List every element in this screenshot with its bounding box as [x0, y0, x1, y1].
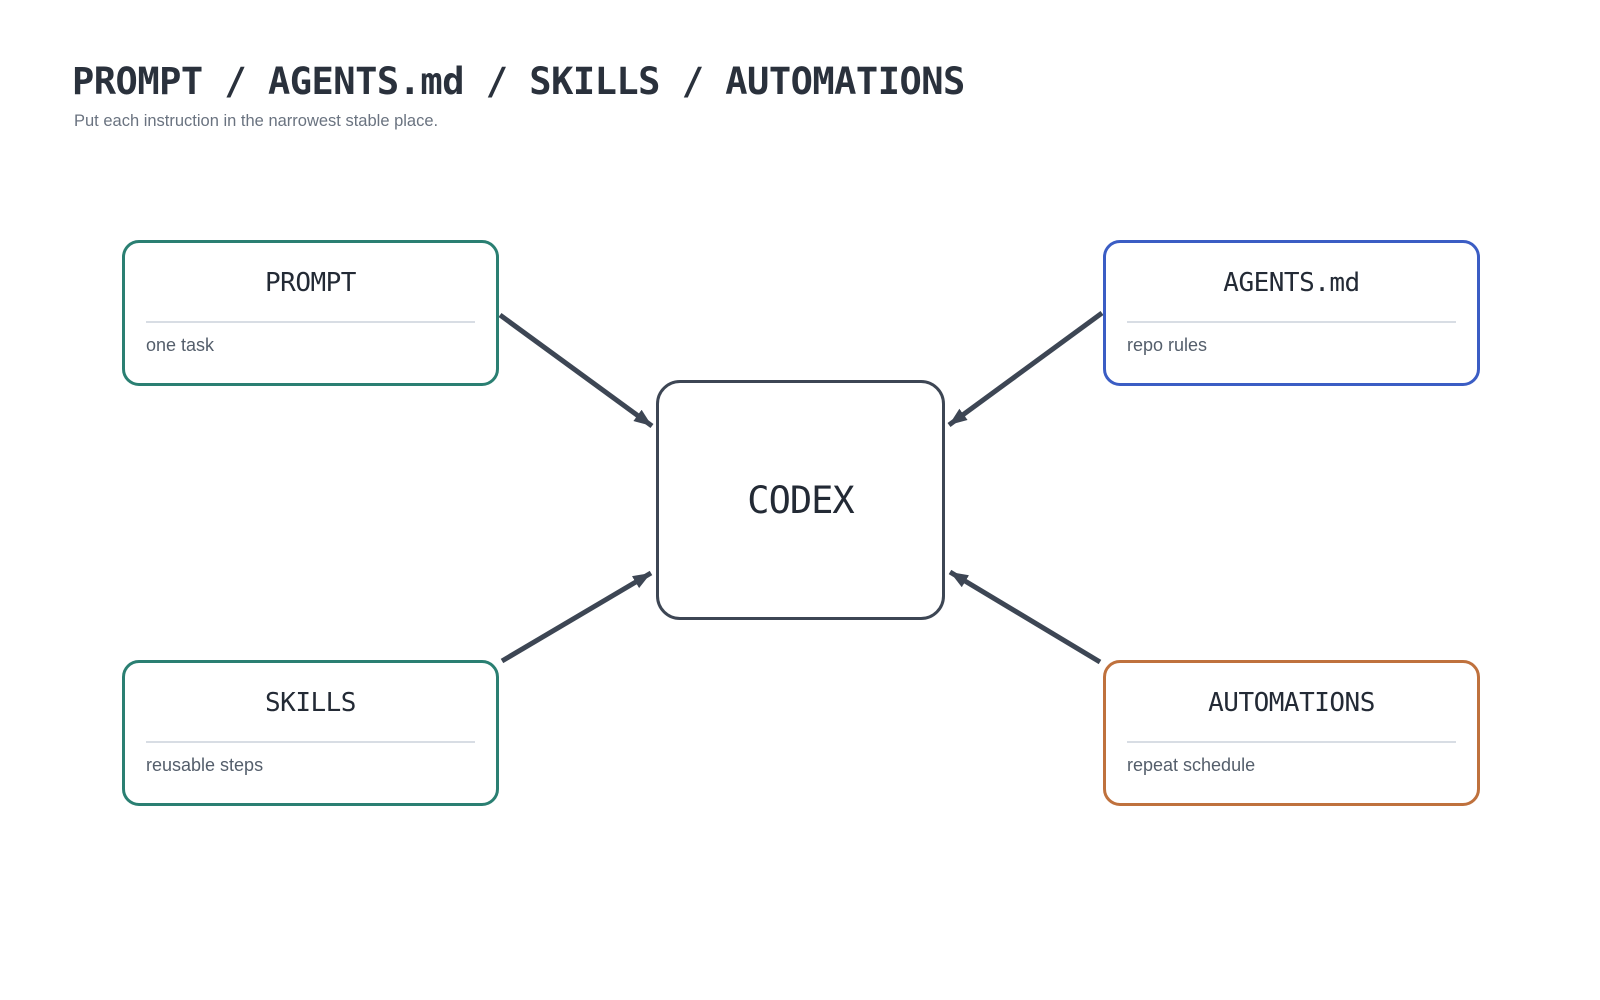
- node-skills-divider: [146, 741, 475, 743]
- arrow-agents-to-codex: [947, 310, 1104, 428]
- arrow-automations-to-codex: [948, 569, 1102, 665]
- node-skills-title: SKILLS: [265, 688, 356, 718]
- node-agents-md: AGENTS.md repo rules: [1103, 240, 1480, 386]
- node-skills-note: reusable steps: [146, 755, 264, 775]
- node-automations-note: repeat schedule: [1127, 755, 1256, 775]
- node-automations: AUTOMATIONS repeat schedule: [1103, 660, 1480, 806]
- node-agents-md-note: repo rules: [1127, 335, 1208, 355]
- node-prompt-title: PROMPT: [265, 268, 356, 298]
- node-prompt: PROMPT one task: [122, 240, 499, 386]
- node-prompt-divider: [146, 321, 475, 323]
- node-codex-label: CODEX: [747, 478, 854, 522]
- page-title: PROMPT / AGENTS.md / SKILLS / AUTOMATION…: [72, 60, 965, 103]
- node-automations-title: AUTOMATIONS: [1208, 688, 1375, 718]
- arrow-prompt-to-codex: [498, 312, 654, 429]
- node-skills: SKILLS reusable steps: [122, 660, 499, 806]
- node-agents-md-title: AGENTS.md: [1223, 268, 1360, 298]
- node-agents-md-divider: [1127, 321, 1456, 323]
- arrow-skills-to-codex: [500, 570, 653, 664]
- node-prompt-note: one task: [146, 335, 215, 355]
- page-subtitle: Put each instruction in the narrowest st…: [74, 112, 439, 130]
- node-codex: CODEX: [656, 380, 945, 620]
- node-automations-divider: [1127, 741, 1456, 743]
